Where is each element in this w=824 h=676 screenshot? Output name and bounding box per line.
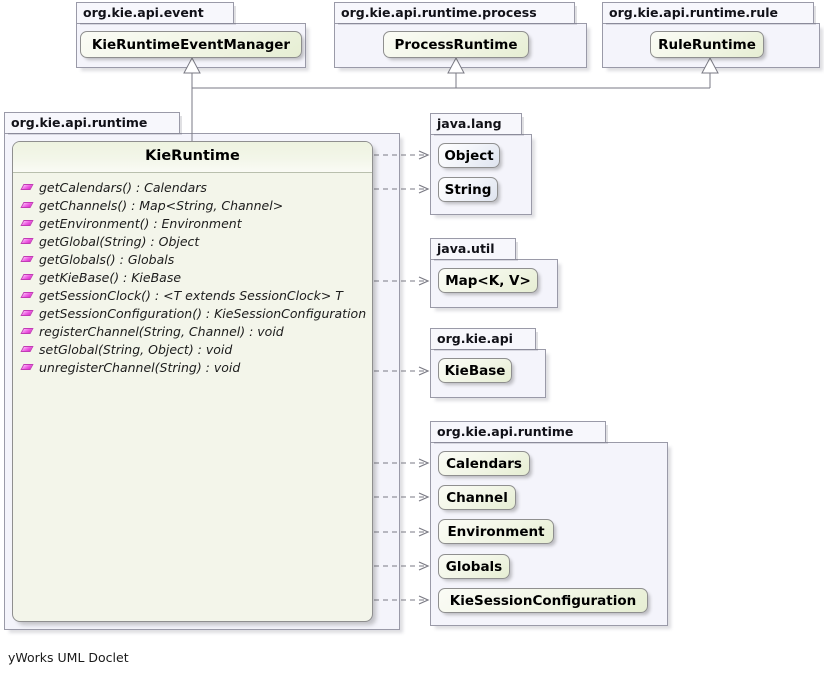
method-icon (21, 235, 33, 247)
package-label-org-kie-api-runtime: org.kie.api.runtime (4, 112, 180, 133)
method-row: setGlobal(String, Object) : void (13, 340, 372, 358)
method-icon (21, 271, 33, 283)
method-icon (21, 199, 33, 211)
package-label-org-kie-api: org.kie.api (430, 328, 536, 349)
method-signature: getGlobals() : Globals (39, 251, 175, 267)
method-row: unregisterChannel(String) : void (13, 358, 372, 376)
method-row: getGlobals() : Globals (13, 250, 372, 268)
class-node-ruleruntime[interactable]: RuleRuntime (650, 31, 764, 58)
method-icon (21, 343, 33, 355)
method-row: getCalendars() : Calendars (13, 178, 372, 196)
class-title-kieruntime: KieRuntime (13, 142, 372, 173)
diagram-footer: yWorks UML Doclet (8, 650, 129, 665)
method-row: registerChannel(String, Channel) : void (13, 322, 372, 340)
method-signature: getKieBase() : KieBase (39, 269, 182, 285)
class-node-object[interactable]: Object (438, 143, 500, 168)
method-signature: registerChannel(String, Channel) : void (39, 323, 284, 339)
method-signature: getCalendars() : Calendars (39, 179, 207, 195)
method-signature: unregisterChannel(String) : void (39, 359, 241, 375)
package-label-java-util: java.util (430, 238, 516, 259)
method-signature: getSessionClock() : <T extends SessionCl… (39, 287, 343, 303)
method-icon (21, 361, 33, 373)
class-node-calendars[interactable]: Calendars (438, 451, 530, 476)
class-node-environment[interactable]: Environment (438, 519, 554, 544)
method-row: getKieBase() : KieBase (13, 268, 372, 286)
package-label-java-lang: java.lang (430, 113, 522, 134)
class-node-processruntime[interactable]: ProcessRuntime (383, 31, 529, 58)
class-node-channel[interactable]: Channel (438, 485, 516, 510)
method-signature: getEnvironment() : Environment (39, 215, 242, 231)
method-icon (21, 253, 33, 265)
method-icon (21, 325, 33, 337)
class-node-kiebase[interactable]: KieBase (438, 358, 512, 383)
method-icon (21, 307, 33, 319)
package-label-org-kie-api-runtime-process: org.kie.api.runtime.process (334, 2, 575, 23)
package-label-org-kie-api-event: org.kie.api.event (76, 2, 234, 23)
method-signature: getSessionConfiguration() : KieSessionCo… (39, 305, 367, 321)
method-icon (21, 181, 33, 193)
class-node-map-k-v[interactable]: Map<K, V> (438, 268, 538, 293)
method-list: getCalendars() : Calendars getChannels() … (13, 173, 372, 376)
method-row: getSessionConfiguration() : KieSessionCo… (13, 304, 372, 322)
package-label-org-kie-api-runtime: org.kie.api.runtime (430, 421, 606, 442)
method-row: getGlobal(String) : Object (13, 232, 372, 250)
class-node-string[interactable]: String (438, 177, 498, 202)
method-row: getSessionClock() : <T extends SessionCl… (13, 286, 372, 304)
method-signature: getChannels() : Map<String, Channel> (39, 197, 284, 213)
method-row: getChannels() : Map<String, Channel> (13, 196, 372, 214)
package-label-org-kie-api-runtime-rule: org.kie.api.runtime.rule (602, 2, 814, 23)
class-node-kiesessionconfiguration[interactable]: KieSessionConfiguration (438, 588, 648, 613)
method-signature: setGlobal(String, Object) : void (39, 341, 233, 357)
class-node-globals[interactable]: Globals (438, 554, 510, 579)
method-icon (21, 217, 33, 229)
method-signature: getGlobal(String) : Object (39, 233, 200, 249)
method-icon (21, 289, 33, 301)
method-row: getEnvironment() : Environment (13, 214, 372, 232)
class-node-kieruntimeeventmanager[interactable]: KieRuntimeEventManager (80, 31, 302, 58)
